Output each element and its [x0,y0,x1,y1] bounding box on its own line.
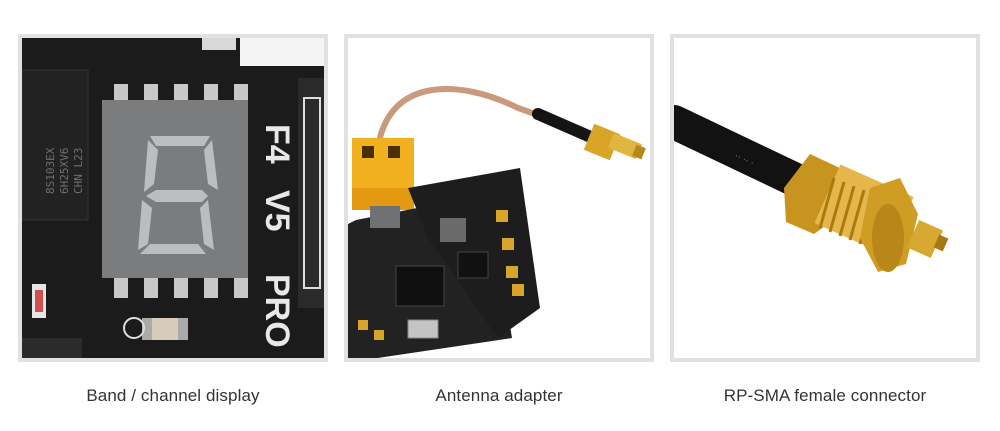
chip-code-line-3: CHN L23 [72,148,85,194]
caption-antenna-adapter: Antenna adapter [435,386,563,405]
silkscreen-edition: PRO [258,274,296,348]
band-channel-display-photo: 8S103EX 6H25XV6 CHN L23 [18,34,328,362]
xt60-connector [352,138,414,210]
rp-sma-connector-photo: ·· ·· · [670,34,980,362]
sma-connector [583,123,646,161]
caption-rp-sma: RP-SMA female connector [723,386,927,405]
silkscreen-version: V5 [258,190,296,232]
rp-sma-body [814,164,949,272]
antenna-adapter-photo [344,34,654,362]
silkscreen-model: F4 [258,124,296,164]
chip-code-line-2: 6H25XV6 [58,148,71,194]
chip-code-line-1: 8S103EX [44,147,57,194]
caption-band-channel: Band / channel display [86,386,260,405]
